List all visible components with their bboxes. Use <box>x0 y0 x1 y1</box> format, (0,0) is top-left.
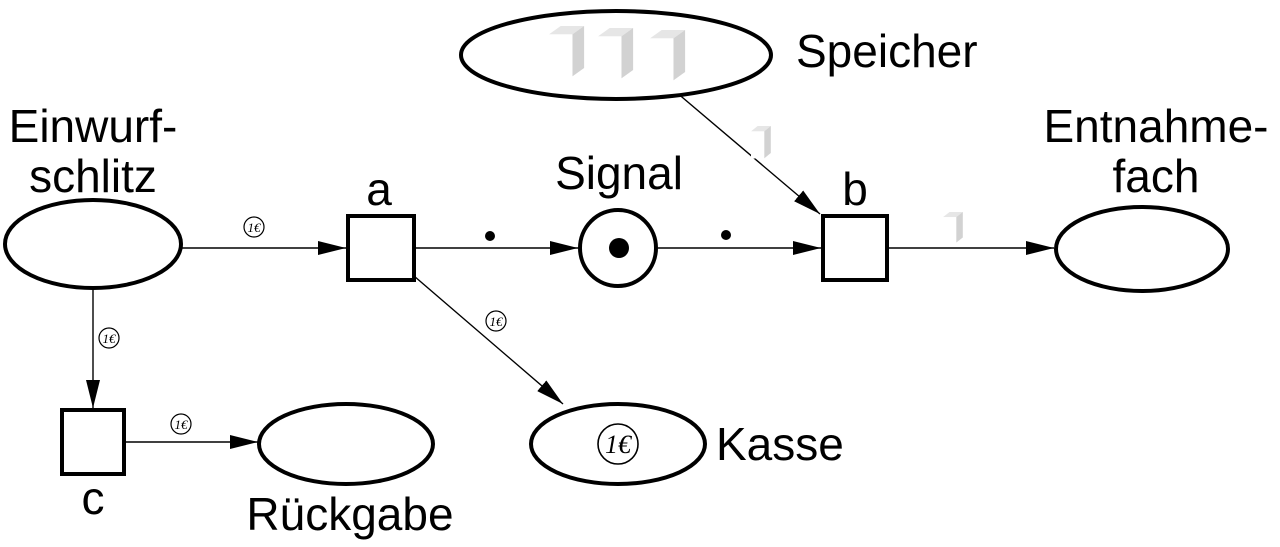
signal-dot-icon <box>721 230 731 240</box>
arc-speicher-to-b <box>675 91 821 215</box>
label-einwurf-line2: schlitz <box>29 150 157 202</box>
coin-text: 1€ <box>248 220 263 235</box>
transition-c <box>60 408 126 476</box>
coin-1-euro-icon: 1€ <box>485 310 507 332</box>
label-einwurf-line1: Einwurf- <box>9 100 178 152</box>
label-transition-a: a <box>366 163 392 215</box>
product-cube-icon <box>549 26 585 77</box>
place-rueckgabe <box>257 402 435 486</box>
label-kasse: Kasse <box>716 418 844 470</box>
coin-1-euro-icon: 1€ <box>243 216 265 238</box>
signal-token <box>609 238 629 258</box>
product-cube-icon <box>751 126 771 159</box>
coin-1-euro-icon: 1€ <box>170 413 192 435</box>
product-cube-icon <box>943 212 963 243</box>
label-rueckgabe: Rückgabe <box>246 488 453 540</box>
label-transition-b: b <box>842 163 868 215</box>
product-cube-icon <box>650 30 686 81</box>
label-entnahme-line2: fach <box>1113 150 1200 202</box>
label-entnahme-line1: Entnahme- <box>1043 100 1268 152</box>
label-transition-c: c <box>82 472 105 524</box>
coin-text: 1€ <box>103 331 118 346</box>
coin-text: 1€ <box>175 417 190 432</box>
coin-1-euro-icon: 1€ <box>597 423 639 465</box>
arc-a-to-kasse <box>413 275 564 405</box>
transition-a <box>346 214 416 282</box>
coin-1-euro-icon: 1€ <box>98 327 120 349</box>
label-signal: Signal <box>555 147 683 199</box>
coin-text: 1€ <box>490 314 505 329</box>
place-entnahmefach <box>1054 205 1230 293</box>
transition-b <box>821 214 889 282</box>
signal-dot-icon <box>485 231 495 241</box>
kasse-coin-text: 1€ <box>605 430 633 459</box>
product-cube-icon <box>598 28 634 79</box>
label-speicher: Speicher <box>796 25 978 77</box>
place-einwurfschlitz <box>3 198 183 290</box>
